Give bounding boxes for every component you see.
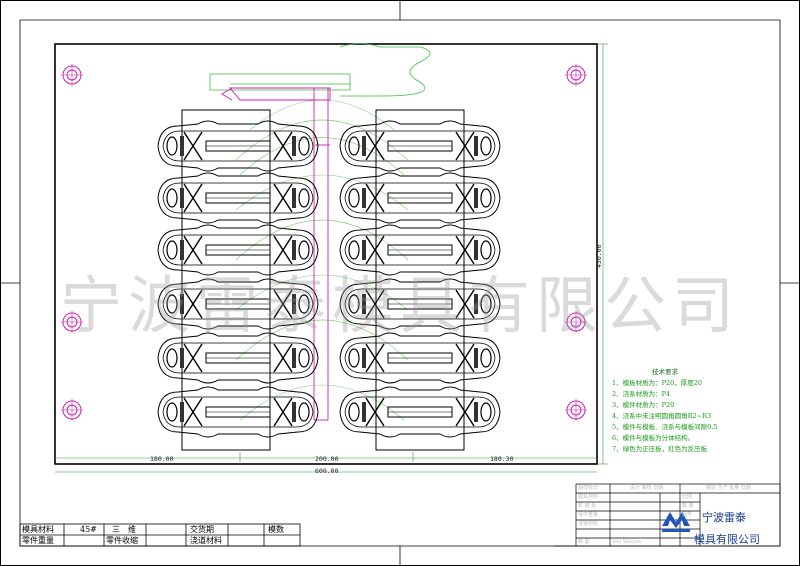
table-cell: 三 (112, 525, 120, 534)
title-block-cell: Wei Weiyan (612, 539, 642, 545)
table-cell: 交货期 (190, 525, 214, 534)
title-block-cell: 制 图 (578, 539, 590, 545)
part-3-right (339, 224, 501, 276)
technical-requirements: 技术要求 1、模板材质为：P20，厚度20 2、浇系材质为：P4 3、模件材质为… (612, 367, 717, 455)
tech-item: 1、模板材质为：P20，厚度20 (612, 379, 703, 387)
part-4-right (339, 278, 501, 330)
table-cell: 45# (80, 525, 97, 534)
table-cell: 零件重量 (22, 536, 54, 545)
title-block-cell: 零件重量 (578, 512, 599, 518)
company-name-line1: 宁波雷泰 (702, 511, 746, 524)
title-block-cell: 设计 审核 日期 (630, 485, 664, 491)
dim-center: 200.00 (315, 455, 339, 463)
title-block-cell: 模具材料 (578, 494, 599, 500)
part-5-right (339, 332, 501, 384)
tech-item: 2、浇系材质为：P4 (612, 390, 671, 398)
dim-height: 430.00 (595, 244, 603, 268)
table-cell: 维 (128, 525, 136, 534)
part-1-right (339, 120, 501, 172)
mould-plate (54, 43, 598, 465)
company-name-line2: 模具有限公司 (694, 533, 760, 546)
guide-pin (564, 310, 588, 334)
tech-item: 5、模件与模板、浇系与模板间隙0.5 (612, 423, 718, 431)
title-block-cell: 数 量 (682, 503, 694, 509)
dim-right: 180.30 (490, 455, 514, 463)
guide-pin (60, 63, 84, 87)
title-block-cell: 比例 (682, 494, 693, 500)
table-cell: 零件收缩 (106, 536, 138, 545)
guide-pin (60, 398, 84, 422)
tech-item: 4、浇系中未注明圆角圆角R2~R3 (612, 412, 712, 420)
guide-pin (564, 398, 588, 422)
tech-item: 7、绿色为正压板，红色为反压板 (612, 445, 708, 453)
part-2-right (339, 172, 501, 224)
title-block-cell: 3.3.1 5.3 6.3.10 (A 3.1.2) (700, 512, 751, 517)
title-block-cell: 浇道材料 (578, 521, 599, 527)
title-block-cell: 图号 (682, 512, 693, 518)
tech-item: 3、模件材质为：P20 (612, 401, 675, 409)
title-block-cell: 机 械 处 (578, 503, 597, 509)
title-block-cell: 铸造 生产 批量 日期 (706, 485, 751, 491)
dim-total: 600.00 (315, 467, 339, 475)
table-cell: 模具材料 (22, 525, 54, 534)
title-block-cell: 图样标记 (578, 485, 599, 491)
guide-pin (60, 310, 84, 334)
guide-pin (564, 63, 588, 87)
table-cell: 模数 (268, 525, 284, 534)
dim-left: 180.00 (150, 455, 174, 463)
table-cell: 浇道材料 (190, 536, 222, 545)
tech-item: 6、模件与模板为分体结构。 (612, 434, 695, 442)
tech-title: 技术要求 (652, 368, 678, 376)
company-logo (662, 512, 690, 532)
part-grid (157, 120, 501, 438)
